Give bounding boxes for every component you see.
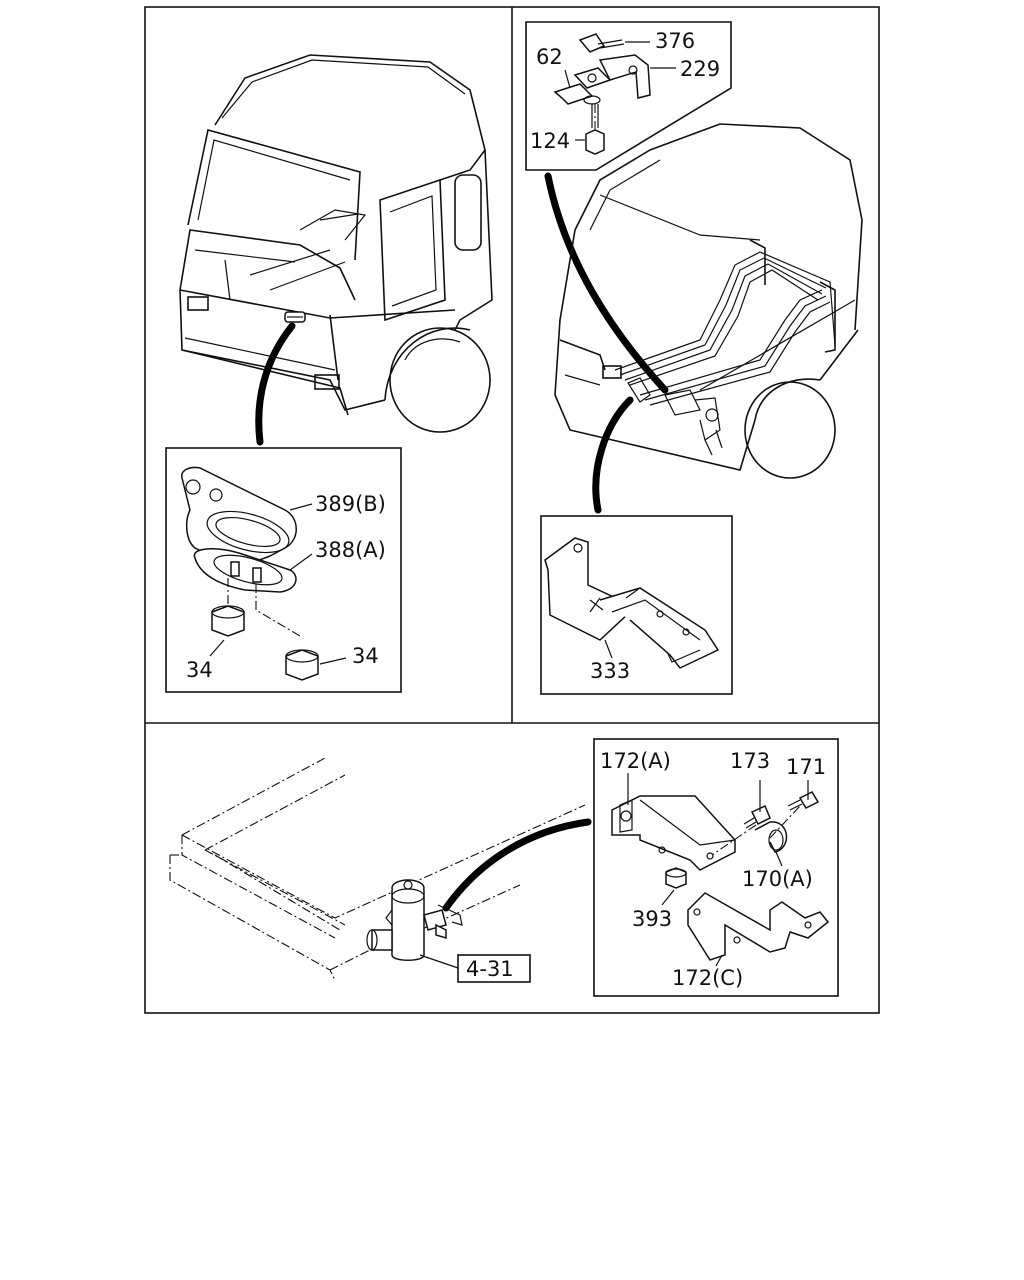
callout-170a: 170(A) xyxy=(742,867,813,891)
nut-left xyxy=(211,605,245,637)
callout-333: 333 xyxy=(590,659,630,683)
detail-box-gasket xyxy=(165,447,402,693)
tank-assembly-view xyxy=(169,757,586,981)
callout-172a: 172(A) xyxy=(600,749,671,773)
callout-172c: 172(C) xyxy=(672,966,743,990)
callout-34-right: 34 xyxy=(352,644,379,668)
callout-173: 173 xyxy=(730,749,770,773)
callout-388a: 388(A) xyxy=(315,538,386,562)
callout-393: 393 xyxy=(632,907,672,931)
callout-34-left: 34 xyxy=(186,658,213,682)
ref-box xyxy=(457,954,531,983)
leader-bracket-to-cab xyxy=(544,172,669,394)
callout-376: 376 xyxy=(655,29,695,53)
truck-cab-front-view xyxy=(179,54,493,433)
leader-cab-to-bracket-333 xyxy=(592,396,634,514)
callout-171: 171 xyxy=(786,755,826,779)
callout-124: 124 xyxy=(530,129,570,153)
detail-box-bracket-top xyxy=(525,21,732,171)
callout-ref-4-31: 4-31 xyxy=(466,957,514,981)
detail-box-bracket-333 xyxy=(540,515,733,695)
callout-229: 229 xyxy=(680,57,720,81)
nut-right xyxy=(285,649,319,681)
leader-valve-to-bracket-detail xyxy=(442,818,592,912)
diagram-frame xyxy=(144,6,880,1014)
valve-assembly xyxy=(366,879,463,961)
detail-box-bracket-bottom xyxy=(593,738,839,997)
leader-hood-to-detail xyxy=(255,322,296,446)
callout-389b: 389(B) xyxy=(315,492,386,516)
callout-62: 62 xyxy=(536,45,563,69)
truck-cab-piping-view xyxy=(554,123,863,479)
